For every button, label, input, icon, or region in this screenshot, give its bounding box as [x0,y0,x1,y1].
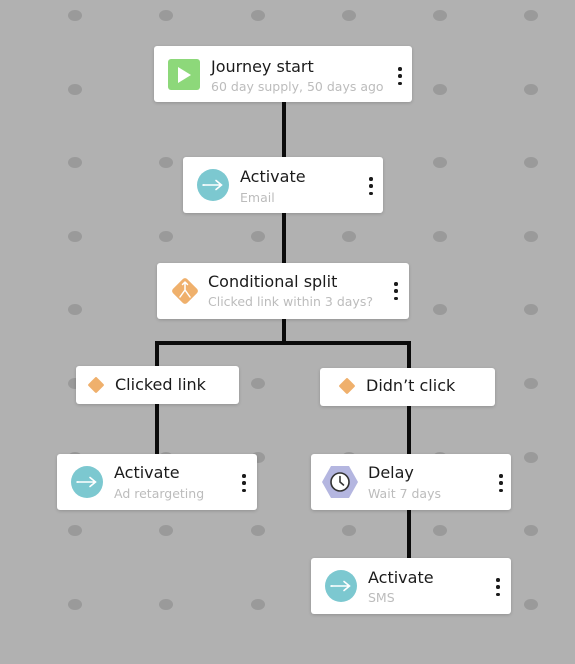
arrow-right-icon [325,570,357,602]
more-options-icon[interactable] [395,67,405,85]
grid-dot [159,157,173,168]
grid-dot [524,231,538,242]
more-options-icon[interactable] [496,474,506,492]
grid-dot [68,304,82,315]
grid-dot [68,231,82,242]
connector-right-down [407,341,411,369]
node-subtitle: SMS [368,590,395,605]
branch-didnt-click[interactable]: Didn’t click [320,368,495,406]
node-title: Activate [114,463,180,482]
connector-left-branch [155,403,159,455]
conditional-split-node[interactable]: Conditional split Clicked link within 3 … [157,263,409,319]
grid-dot [433,525,447,536]
node-title: Journey start [211,57,314,76]
node-subtitle: Clicked link within 3 days? [208,294,373,309]
grid-dot [251,231,265,242]
connector-left-down [155,341,159,367]
clock-icon [321,464,359,500]
grid-dot [524,452,538,463]
activate-sms-node[interactable]: Activate SMS [311,558,511,614]
more-options-icon[interactable] [493,578,503,596]
more-options-icon[interactable] [239,474,249,492]
grid-dot [342,525,356,536]
node-subtitle: 60 day supply, 50 days ago [211,79,384,94]
grid-dot [251,378,265,389]
branch-clicked-link[interactable]: Clicked link [76,366,239,404]
grid-dot [524,525,538,536]
split-icon [167,273,203,309]
delay-node[interactable]: Delay Wait 7 days [311,454,511,510]
more-options-icon[interactable] [366,177,376,195]
grid-dot [159,231,173,242]
grid-dot [68,599,82,610]
grid-dot [433,10,447,21]
connector-split-down [282,318,286,344]
grid-dot [524,84,538,95]
grid-dot [159,599,173,610]
node-subtitle: Ad retargeting [114,486,205,501]
diamond-icon [337,376,357,396]
grid-dot [68,378,82,389]
node-title: Activate [240,167,306,186]
node-title: Delay [368,463,414,482]
connector-right-branch [407,405,411,455]
grid-dot [524,378,538,389]
diamond-icon [86,375,106,395]
connector-activate-split [282,212,286,264]
grid-dot [68,525,82,536]
journey-start-node[interactable]: Journey start 60 day supply, 50 days ago [154,46,412,102]
node-title: Activate [368,568,434,587]
node-title: Conditional split [208,272,338,291]
grid-dot [342,10,356,21]
grid-dot [524,10,538,21]
connector-start-activate [282,101,286,158]
connector-delay-sms [407,509,411,559]
grid-dot [524,599,538,610]
arrow-right-icon [71,466,103,498]
grid-dot [433,304,447,315]
grid-dot [433,157,447,168]
grid-dot [68,157,82,168]
grid-dot [433,84,447,95]
grid-dot [159,525,173,536]
activate-email-node[interactable]: Activate Email [183,157,383,213]
activate-ad-node[interactable]: Activate Ad retargeting [57,454,257,510]
grid-dot [68,10,82,21]
connector-split-horizontal [155,341,411,345]
node-subtitle: Wait 7 days [368,486,441,501]
grid-dot [251,599,265,610]
grid-dot [342,231,356,242]
grid-dot [251,452,265,463]
grid-dot [68,84,82,95]
grid-dot [524,304,538,315]
grid-dot [524,157,538,168]
branch-title: Didn’t click [366,376,456,395]
play-icon [168,59,200,90]
branch-title: Clicked link [115,375,206,394]
grid-dot [251,525,265,536]
grid-dot [433,231,447,242]
node-subtitle: Email [240,190,275,205]
arrow-right-icon [197,169,229,201]
grid-dot [159,10,173,21]
more-options-icon[interactable] [391,282,401,300]
grid-dot [251,10,265,21]
